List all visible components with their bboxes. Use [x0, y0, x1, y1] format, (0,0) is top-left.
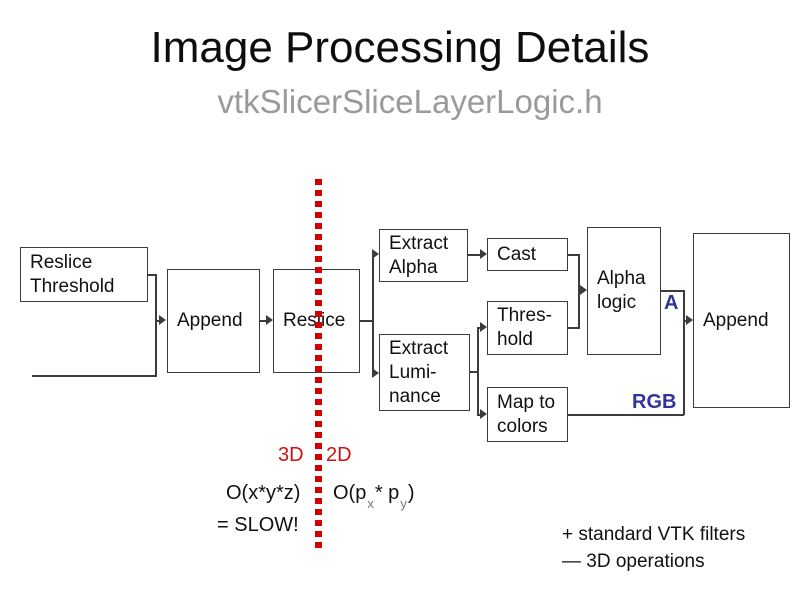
arrowhead-cast: [480, 249, 487, 259]
node-cast: Cast: [487, 238, 568, 271]
connector-threshold-out2: [567, 327, 579, 329]
node-reslice-threshold: Reslice Threshold: [20, 247, 148, 302]
node-append-2d: Append: [693, 233, 790, 408]
connector-into-map: [477, 414, 481, 416]
connector-map-out: [567, 414, 684, 416]
slide-subtitle: vtkSlicerSliceLayerLogic.h: [217, 83, 603, 120]
label-slow-note: = SLOW!: [217, 514, 299, 536]
divider-3d-2d: [315, 179, 322, 553]
connector-alpha-logic-out: [660, 290, 684, 292]
node-threshold: Thres- hold: [487, 301, 568, 355]
slide-title: Image Processing Details: [150, 23, 650, 72]
arrowhead-map-to-colors: [480, 409, 487, 419]
arrowhead-reslice: [266, 315, 273, 325]
footer-notes: + standard VTK filters — 3D operations: [562, 521, 745, 575]
formula-sub-x: x: [367, 496, 374, 511]
connector-lum-bus: [477, 327, 479, 415]
connector-reslice-out: [360, 320, 373, 322]
label-alpha-output: A: [664, 292, 679, 314]
label-rgb-output: RGB: [632, 391, 677, 413]
connector-luminance-out: [469, 371, 478, 373]
arrowhead-threshold: [480, 322, 487, 332]
formula-suffix: ): [407, 482, 415, 504]
arrowhead-append-3d: [159, 315, 166, 325]
formula-sub-y: y: [400, 496, 407, 511]
note-vtk-filters: + standard VTK filters: [562, 524, 746, 545]
connector-threshold-out: [148, 274, 157, 276]
connector-append-reslice: [260, 320, 267, 322]
label-2d-region: 2D: [326, 444, 352, 466]
formula-mid: * p: [374, 482, 400, 504]
connector-cast-out: [567, 254, 579, 256]
formula-prefix: O(p: [333, 482, 367, 504]
note-3d-operations: — 3D operations: [562, 551, 705, 572]
node-alpha-logic: Alpha logic: [587, 227, 661, 355]
connector-into-threshold: [477, 327, 481, 329]
label-3d-region: 3D: [278, 444, 304, 466]
connector-output-bus: [683, 290, 685, 415]
arrowhead-alpha-logic: [580, 285, 587, 295]
arrowhead-extract-alpha: [372, 249, 379, 259]
connector-into-append-2d: [683, 320, 687, 322]
connector-input-bus: [155, 274, 157, 377]
label-complexity-3d: O(x*y*z): [226, 482, 301, 504]
connector-logic-bus: [578, 254, 580, 329]
connector-split-bus: [372, 253, 374, 374]
connector-into-append: [155, 320, 161, 322]
node-extract-luminance: Extract Lumi- nance: [379, 334, 470, 411]
connector-alpha-cast: [468, 254, 481, 256]
connector-input-left: [32, 375, 156, 377]
arrowhead-extract-luminance: [372, 368, 379, 378]
node-map-to-colors: Map to colors: [487, 387, 568, 442]
node-extract-alpha: Extract Alpha: [379, 229, 468, 282]
node-append-3d: Append: [167, 269, 260, 373]
arrowhead-append-2d: [686, 315, 693, 325]
label-complexity-2d: O(px* py): [333, 482, 414, 511]
